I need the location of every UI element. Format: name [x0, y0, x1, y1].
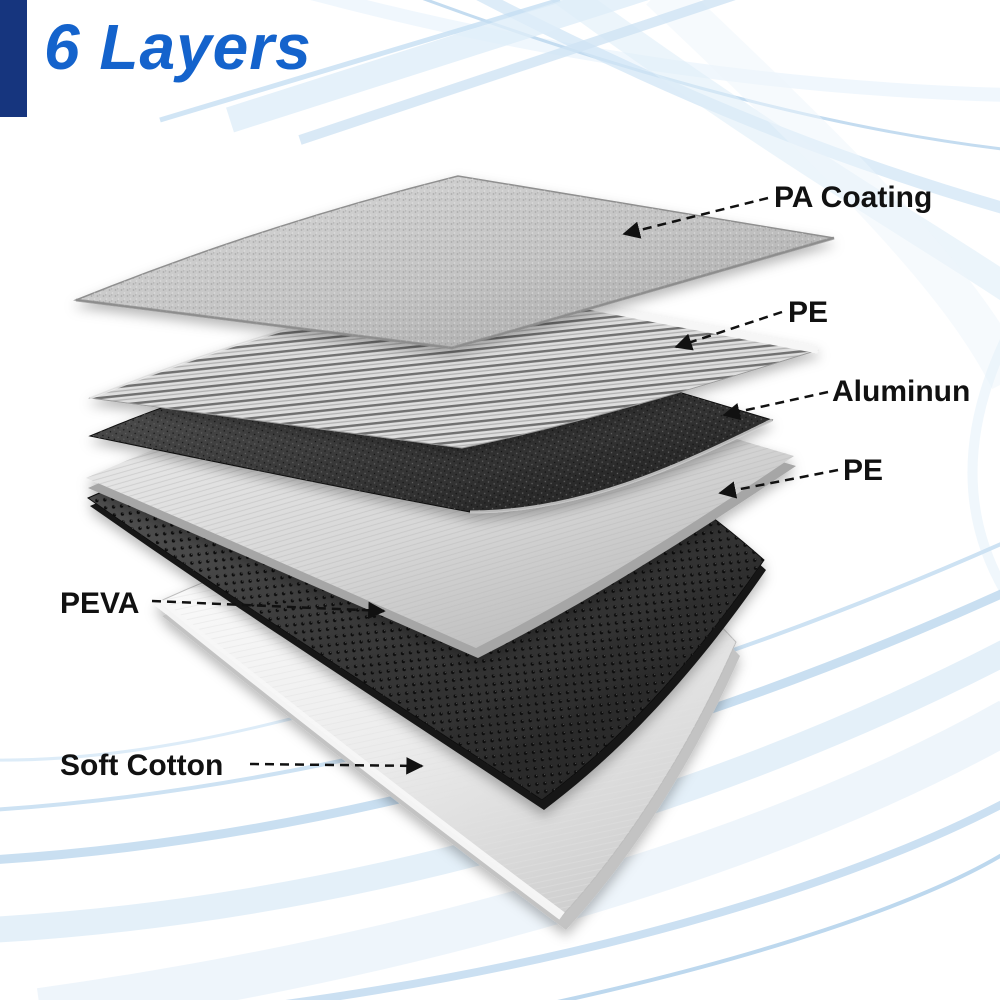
callout-soft-cotton: Soft Cotton [60, 749, 224, 782]
leader-pe-upper [674, 310, 783, 351]
top-right-swooshes [310, 0, 1000, 593]
page-title: 6 Layers [44, 11, 312, 83]
leader-lines [151, 196, 839, 775]
leader-pa-coating [622, 196, 769, 239]
callout-aluminun: Aluminun [832, 375, 971, 408]
leader-soft-cotton [249, 757, 424, 775]
layer-pa-coating [73, 175, 835, 350]
banner-accent-bar [0, 0, 27, 117]
callout-pe-lower: PE [843, 454, 884, 487]
leader-pe-lower [718, 468, 839, 499]
top-left-stripes [159, 0, 736, 145]
callout-pa-coating: PA Coating [774, 181, 933, 214]
leader-aluminun [722, 390, 829, 421]
callout-pe-upper: PE [788, 296, 829, 329]
leader-peva [151, 599, 386, 620]
callout-peva: PEVA [60, 587, 140, 620]
